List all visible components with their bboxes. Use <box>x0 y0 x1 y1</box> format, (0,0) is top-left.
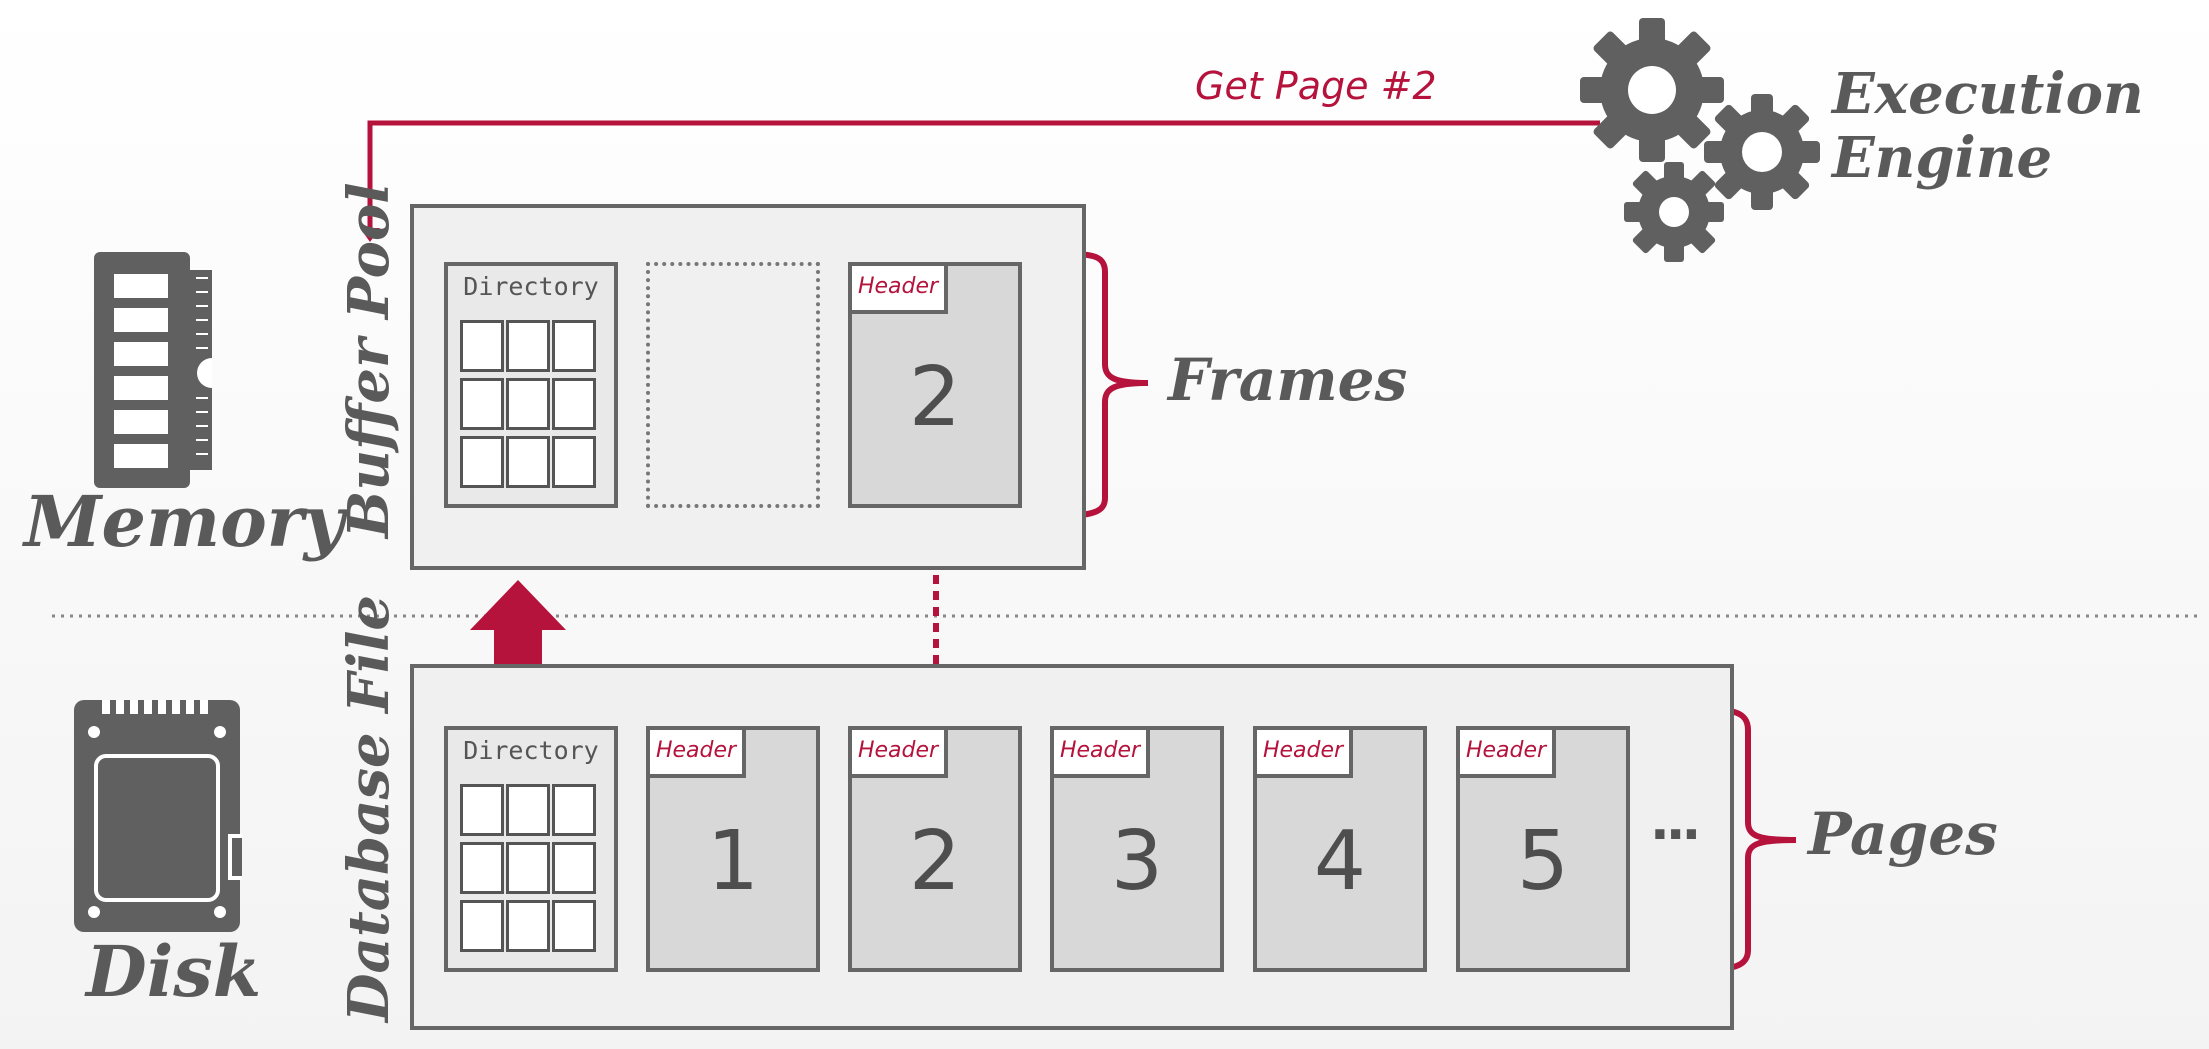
directory-cell <box>506 320 550 372</box>
page-number: 3 <box>1110 814 1164 909</box>
directory-cell <box>460 900 504 952</box>
pages-brace <box>1697 706 1797 973</box>
page-number: 4 <box>1313 814 1367 909</box>
directory-grid <box>460 784 596 952</box>
page-number: 5 <box>1516 814 1570 909</box>
disk-label: Disk <box>86 930 262 1013</box>
directory-cell <box>552 842 596 894</box>
directory-cell <box>460 320 504 372</box>
buffer-pool-directory-frame: Directory <box>444 262 618 508</box>
execution-engine-label: Execution Engine <box>1832 62 2144 190</box>
directory-cell <box>506 378 550 430</box>
request-arrow-head <box>360 228 380 242</box>
memory-icon <box>94 252 212 488</box>
directory-cell <box>460 378 504 430</box>
disk-icon <box>74 700 242 932</box>
database-file-label: Database File <box>336 594 402 1022</box>
buffer-pool-label: Buffer Pool <box>336 182 402 538</box>
more-pages-ellipsis: ... <box>1650 792 1701 852</box>
directory-cell <box>460 436 504 488</box>
page-number: 2 <box>908 350 962 445</box>
pages-label: Pages <box>1808 800 1998 868</box>
page-header-tag: Header <box>852 266 948 314</box>
page-number: 1 <box>706 814 760 909</box>
empty-frame <box>646 262 820 508</box>
directory-grid <box>460 320 596 488</box>
execution-engine-line2: Engine <box>1832 125 2053 191</box>
directory-cell <box>552 900 596 952</box>
directory-label: Directory <box>463 272 599 301</box>
directory-cell <box>552 784 596 836</box>
memory-label: Memory <box>24 480 345 563</box>
database-directory-page: Directory <box>444 726 618 972</box>
get-page-label: Get Page #2 <box>1195 64 1437 108</box>
directory-label: Directory <box>463 736 599 765</box>
database-page-1: Header 1 <box>646 726 820 972</box>
directory-cell <box>552 378 596 430</box>
directory-cell <box>460 784 504 836</box>
directory-cell <box>552 436 596 488</box>
request-arrow-line <box>367 120 1600 228</box>
directory-cell <box>506 784 550 836</box>
execution-engine-line1: Execution <box>1832 61 2144 127</box>
page-header-tag: Header <box>1460 730 1556 778</box>
database-page-3: Header 3 <box>1050 726 1224 972</box>
buffer-frame-page-2: Header 2 <box>848 262 1022 508</box>
frames-label: Frames <box>1168 346 1408 414</box>
page-header-tag: Header <box>852 730 948 778</box>
page-header-tag: Header <box>1257 730 1353 778</box>
database-page-2: Header 2 <box>848 726 1022 972</box>
page-header-tag: Header <box>1054 730 1150 778</box>
directory-cell <box>460 842 504 894</box>
database-page-5: Header 5 <box>1456 726 1630 972</box>
gears-icon <box>1580 18 1820 262</box>
database-page-4: Header 4 <box>1253 726 1427 972</box>
directory-cell <box>506 436 550 488</box>
directory-cell <box>506 842 550 894</box>
page-number: 2 <box>908 814 962 909</box>
directory-cell <box>552 320 596 372</box>
frames-brace <box>1057 251 1149 521</box>
directory-cell <box>506 900 550 952</box>
page-header-tag: Header <box>650 730 746 778</box>
